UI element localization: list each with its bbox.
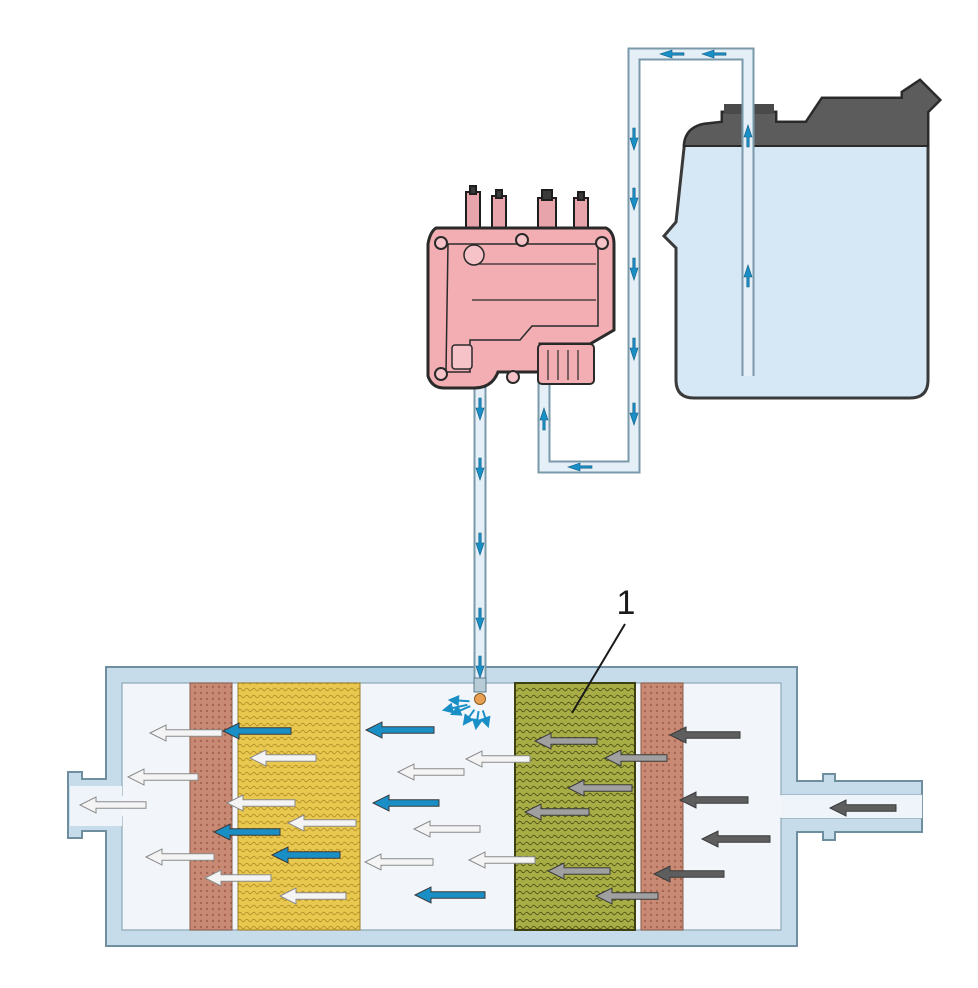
spray-droplet [449, 705, 471, 716]
line-flow-arrow [743, 264, 753, 288]
flow-arrow-white [286, 814, 357, 832]
spray-droplet [462, 709, 476, 726]
flow-arrow-white [464, 750, 531, 768]
pump-connectors [465, 185, 589, 229]
line-flow-arrow [701, 49, 727, 59]
reductant-tank [661, 78, 943, 400]
line-flow-arrow [629, 257, 639, 281]
line-flow-arrow [629, 127, 639, 151]
flow-arrow-gray [546, 862, 611, 880]
flow-arrow-white [126, 768, 199, 786]
exhaust-flow-arrows [78, 721, 897, 905]
pump-inner-outline [445, 243, 599, 373]
flow-arrow-white [78, 796, 147, 814]
flow-arrow-dark [828, 799, 897, 817]
flow-arrow-gray [594, 887, 659, 905]
flow-arrow-dark [652, 865, 725, 883]
brick-element-left [189, 682, 233, 931]
flow-arrow-white [396, 763, 465, 781]
line-flow-arrow [659, 49, 685, 59]
line-flow-arrow [475, 655, 485, 679]
flow-arrow-blue [212, 823, 281, 841]
pump-bolt [434, 367, 448, 381]
spray-droplet [479, 710, 491, 729]
flow-arrow-white [363, 853, 434, 871]
callout-leader [571, 623, 626, 714]
line-flow-arrows [475, 49, 753, 679]
flow-arrow-blue [413, 886, 486, 904]
line-flow-arrow [475, 532, 485, 556]
flow-arrow-gray [523, 803, 590, 821]
nozzle-body [473, 677, 487, 693]
flow-arrow-dark [668, 726, 741, 744]
catalyst-green [514, 682, 636, 931]
flow-arrow-white [412, 820, 481, 838]
pump-bolt [595, 236, 609, 250]
injector-nozzle [473, 677, 487, 705]
line-flow-arrow [629, 337, 639, 361]
flow-arrow-white [278, 887, 347, 905]
flow-arrow-gray [533, 732, 598, 750]
line-flow-arrow [475, 457, 485, 481]
pump-bolt [434, 236, 448, 250]
pump-housing [426, 226, 616, 390]
callout-1: 1 [571, 584, 636, 714]
reductant-spray [441, 694, 491, 731]
brick-element-right [640, 682, 684, 931]
flow-arrow-blue [270, 846, 341, 864]
flow-arrow-white [144, 848, 215, 866]
tank-cap [683, 78, 942, 149]
nozzle-tip [474, 693, 486, 705]
pump-bolt [506, 370, 520, 384]
spray-droplet [447, 694, 470, 707]
flow-arrow-gray [566, 779, 633, 797]
line-flow-arrow [629, 402, 639, 426]
flow-arrow-dark [678, 791, 749, 809]
spray-droplet [441, 702, 468, 714]
flow-arrow-white [203, 869, 272, 887]
pump-filter-block [537, 343, 595, 385]
pump-reservoir [463, 244, 485, 266]
line-flow-arrow [539, 407, 549, 431]
line-flow-arrow [743, 124, 753, 148]
line-flow-arrow [475, 607, 485, 631]
flow-arrow-white [248, 749, 317, 767]
pump-port [451, 344, 473, 370]
line-flow-arrow [567, 462, 593, 472]
flow-arrow-blue [221, 722, 292, 740]
dosing-pump [426, 185, 616, 390]
line-flow-arrow [629, 187, 639, 211]
callout-label: 1 [617, 584, 636, 622]
flow-arrow-gray [603, 749, 668, 767]
flow-arrow-blue [371, 794, 440, 812]
line-flow-arrow [475, 397, 485, 421]
flow-arrow-white [225, 794, 296, 812]
pump-bolt [515, 233, 529, 247]
flow-arrow-white [467, 851, 536, 869]
flow-arrow-white [148, 724, 223, 742]
spray-droplet [471, 710, 483, 731]
flow-arrow-blue [364, 721, 435, 739]
flow-arrow-dark [700, 830, 771, 848]
